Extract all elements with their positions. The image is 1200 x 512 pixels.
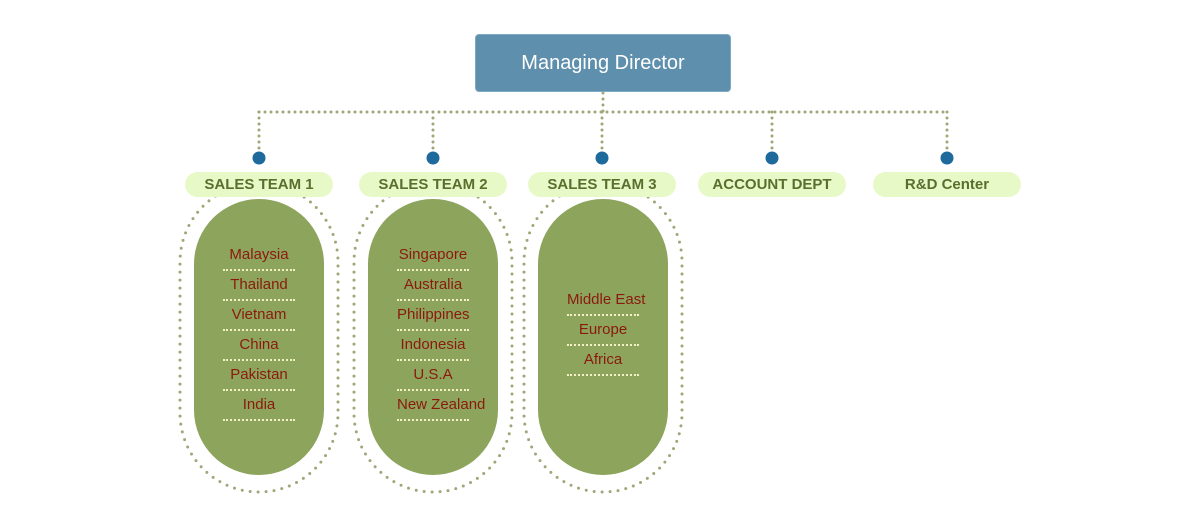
region-item: Malaysia <box>223 241 295 271</box>
region-list: Malaysia Thailand Vietnam China Pakistan… <box>194 241 324 421</box>
node-dot <box>940 151 954 165</box>
region-item: Europe <box>567 316 639 346</box>
dept-label-sales-team-1: SALES TEAM 1 <box>185 172 333 197</box>
region-item: Africa <box>567 346 639 376</box>
region-item: China <box>223 331 295 361</box>
region-item: New Zealand <box>397 391 485 421</box>
dept-label-account-dept: ACCOUNT DEPT <box>698 172 846 197</box>
region-item: Vietnam <box>223 301 295 331</box>
branch-sales-team-2 <box>426 110 440 165</box>
region-item: Pakistan <box>223 361 295 391</box>
region-list: Singapore Australia Philippines Indonesi… <box>368 241 498 421</box>
branch-account-dept <box>765 110 779 165</box>
region-item: U.S.A <box>397 361 469 391</box>
region-item: Indonesia <box>397 331 469 361</box>
managing-director-box: Managing Director <box>475 34 731 92</box>
dept-label-rd-center: R&D Center <box>873 172 1021 197</box>
region-pill-sales-team-1: Malaysia Thailand Vietnam China Pakistan… <box>194 199 324 475</box>
node-dot <box>252 151 266 165</box>
region-item: India <box>223 391 295 421</box>
branch-rd-center <box>940 110 954 165</box>
node-dot <box>595 151 609 165</box>
region-item: Philippines <box>397 301 470 331</box>
region-item: Australia <box>397 271 469 301</box>
dept-label-sales-team-3: SALES TEAM 3 <box>528 172 676 197</box>
region-item: Middle East <box>567 286 645 316</box>
branch-sales-team-3 <box>595 110 609 165</box>
region-item: Singapore <box>397 241 469 271</box>
region-pill-sales-team-2: Singapore Australia Philippines Indonesi… <box>368 199 498 475</box>
director-connector <box>257 91 949 114</box>
branch-sales-team-1 <box>252 110 266 165</box>
node-dot <box>426 151 440 165</box>
node-dot <box>765 151 779 165</box>
region-item: Thailand <box>223 271 295 301</box>
managing-director-title: Managing Director <box>521 51 685 74</box>
region-list: Middle East Europe Africa <box>538 286 668 376</box>
dept-label-sales-team-2: SALES TEAM 2 <box>359 172 507 197</box>
region-pill-sales-team-3: Middle East Europe Africa <box>538 199 668 475</box>
